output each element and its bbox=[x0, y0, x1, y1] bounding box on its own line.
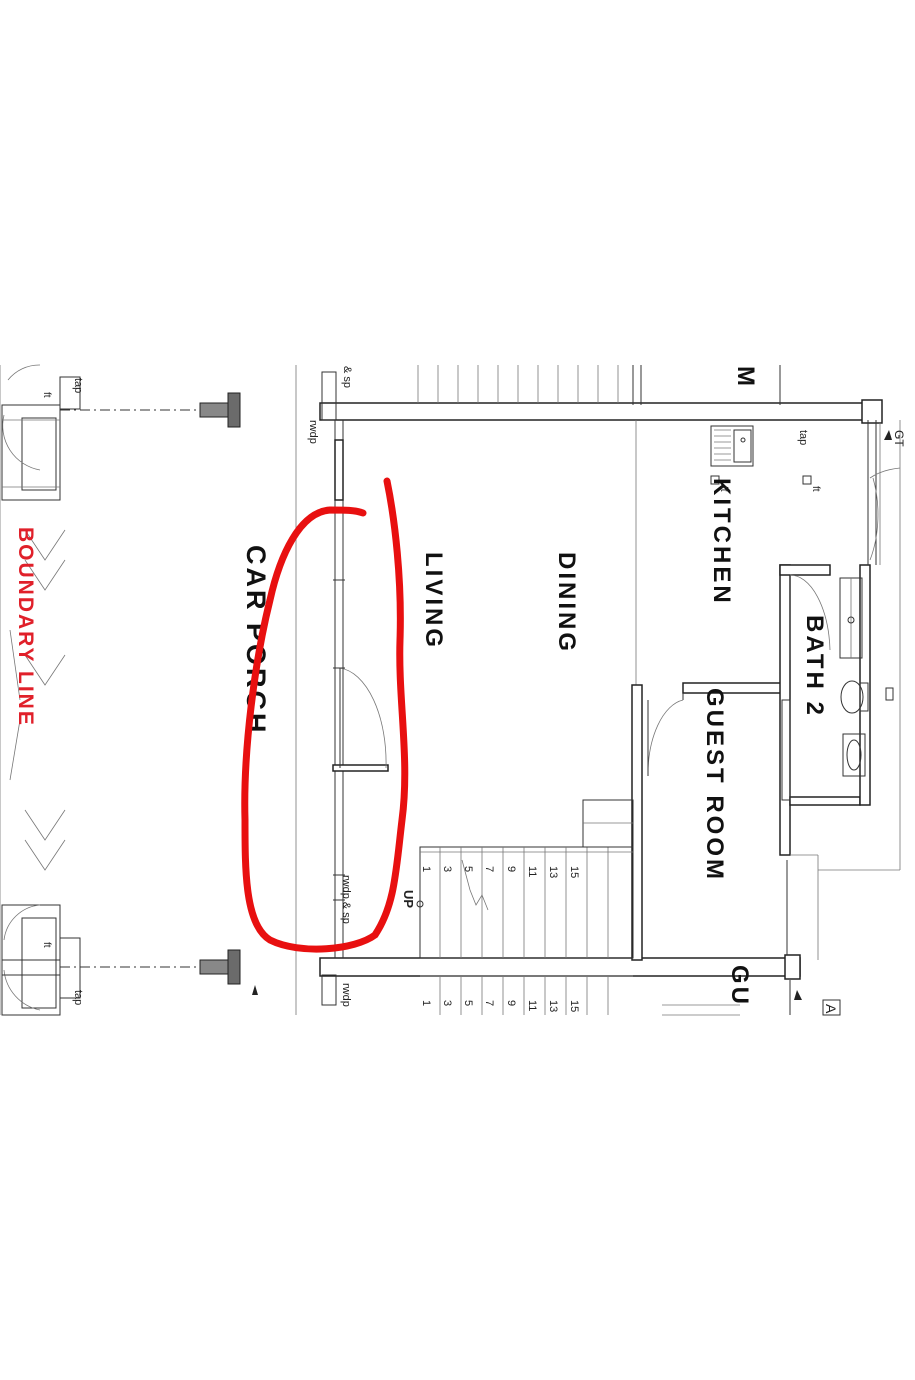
room-label-partial-a: A bbox=[823, 1004, 839, 1014]
arrow-icon bbox=[252, 985, 258, 995]
stair-number-1-lower: 1 bbox=[420, 1000, 432, 1006]
stair-number-15: 15 bbox=[568, 866, 580, 878]
kitchen-sink-icon bbox=[710, 425, 754, 467]
arrow-icon-2 bbox=[794, 990, 802, 1000]
ft-note-top-left: ft bbox=[41, 392, 52, 398]
room-label-bath2: BATH 2 bbox=[801, 615, 828, 718]
room-label-guest-partial: GU bbox=[726, 965, 753, 1007]
room-label-guest-room: GUEST ROOM bbox=[701, 688, 728, 882]
boundary-line-label: BOUNDARY LINE bbox=[14, 527, 37, 727]
stair-number-13: 13 bbox=[547, 866, 559, 878]
stair-number-15-lower: 15 bbox=[568, 1000, 580, 1012]
note-ft-kitchen-2: ft bbox=[718, 486, 729, 492]
floor-trap-icon-2 bbox=[802, 475, 812, 485]
note-sp-top: & sp bbox=[341, 366, 353, 388]
room-label-living: LIVING bbox=[420, 552, 447, 650]
ft-note-bottom-left: ft bbox=[41, 942, 52, 948]
room-label-dining: DINING bbox=[553, 552, 580, 654]
toilet-icon bbox=[840, 680, 869, 714]
note-rwdp-bottom: rwdp bbox=[340, 983, 352, 1007]
stair-number-11-lower: 11 bbox=[526, 1000, 538, 1011]
gate-fixture-top bbox=[1, 364, 241, 501]
basin-icon bbox=[842, 733, 866, 777]
note-ft-kitchen: ft bbox=[810, 486, 821, 492]
tap-note-top-left: tap bbox=[72, 378, 84, 393]
stair-number-3-lower: 3 bbox=[441, 1000, 453, 1006]
up-label: UP bbox=[401, 890, 416, 908]
stair-number-5: 5 bbox=[462, 866, 474, 872]
red-circle-annotation bbox=[241, 477, 409, 953]
room-label-kitchen: KITCHEN bbox=[708, 478, 735, 606]
stair-number-5-lower: 5 bbox=[462, 1000, 474, 1006]
stair-number-11: 11 bbox=[526, 866, 538, 877]
stair-number-1: 1 bbox=[420, 866, 432, 872]
note-tap-kitchen: tap bbox=[797, 430, 809, 445]
shower-icon bbox=[839, 577, 863, 659]
boundary-zone bbox=[0, 365, 297, 1015]
stair-number-9-lower: 9 bbox=[505, 1000, 517, 1006]
room-label-partial-top: M bbox=[732, 366, 759, 386]
floor-trap-icon bbox=[710, 475, 720, 485]
note-rwdp-sp: rwdp & sp bbox=[340, 875, 352, 924]
stair-number-9: 9 bbox=[505, 866, 517, 872]
note-gt: GT bbox=[892, 430, 906, 447]
stair-number-3: 3 bbox=[441, 866, 453, 872]
car-porch-label: CAR PORCH bbox=[241, 545, 271, 736]
note-rwdp-top: rwdp bbox=[307, 420, 319, 444]
window-marker bbox=[885, 687, 894, 701]
stair-number-7-lower: 7 bbox=[483, 1000, 495, 1006]
stair-number-13-lower: 13 bbox=[547, 1000, 559, 1012]
gate-fixture-bottom bbox=[1, 904, 241, 1016]
staircase bbox=[416, 799, 740, 1016]
arrow-icon-3 bbox=[884, 430, 892, 440]
stair-number-7: 7 bbox=[483, 866, 495, 872]
tap-note-bottom-left: tap bbox=[72, 990, 84, 1005]
